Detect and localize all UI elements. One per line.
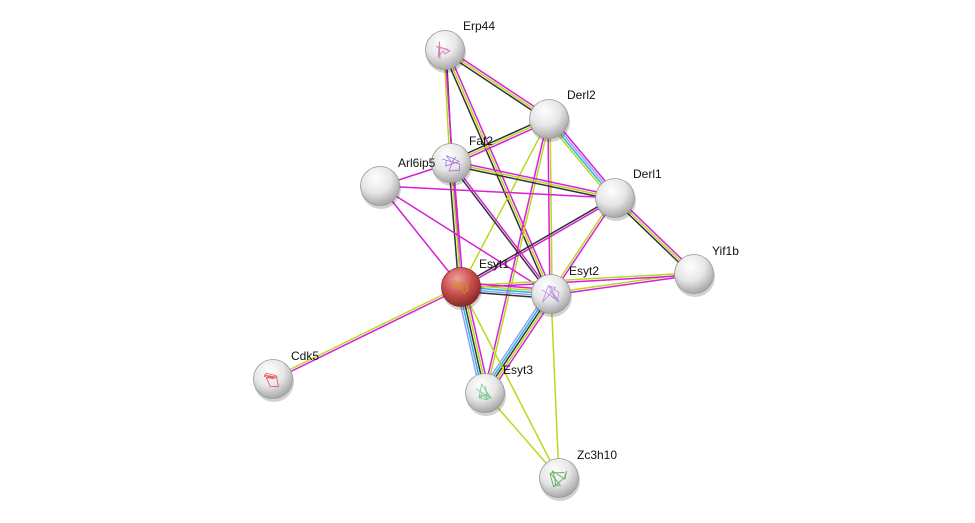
node-label: Derl1 bbox=[633, 167, 662, 181]
edge-derl2-esyt2[interactable] bbox=[548, 119, 552, 294]
node-sphere[interactable] bbox=[596, 179, 635, 218]
node-sphere[interactable] bbox=[432, 144, 471, 183]
node-sphere[interactable] bbox=[530, 100, 569, 139]
node-label: Esyt3 bbox=[503, 363, 533, 377]
node-derl2[interactable]: Derl2 bbox=[530, 88, 597, 142]
edge-evidence-textmining bbox=[550, 119, 552, 294]
node-label: Faf2 bbox=[469, 134, 493, 148]
edge-evidence-experimental bbox=[273, 288, 461, 380]
node-label: Derl2 bbox=[567, 88, 596, 102]
node-sphere[interactable] bbox=[442, 268, 481, 307]
node-label: Zc3h10 bbox=[577, 448, 617, 462]
node-sphere[interactable] bbox=[466, 374, 505, 413]
edge-evidence-textmining bbox=[273, 286, 461, 378]
node-zc3h10[interactable]: Zc3h10 bbox=[540, 448, 618, 501]
node-label: Esyt2 bbox=[569, 264, 599, 278]
nodes-layer: Erp44Derl2Faf2Arl6ip5Derl1Yif1bEsyt1Esyt… bbox=[254, 19, 740, 501]
node-cdk5[interactable]: Cdk5 bbox=[254, 349, 320, 402]
edge-evidence-experimental bbox=[548, 119, 550, 294]
node-label: Esyt1 bbox=[479, 257, 509, 271]
node-faf2[interactable]: Faf2 bbox=[432, 134, 494, 186]
node-sphere[interactable] bbox=[532, 275, 571, 314]
node-label: Erp44 bbox=[463, 19, 495, 33]
edge-esyt1-cdk5[interactable] bbox=[273, 286, 462, 380]
edge-esyt2-zc3h10[interactable] bbox=[551, 294, 559, 478]
node-derl1[interactable]: Derl1 bbox=[596, 167, 663, 221]
node-yif1b[interactable]: Yif1b bbox=[675, 244, 740, 297]
node-label: Cdk5 bbox=[291, 349, 319, 363]
node-sphere[interactable] bbox=[361, 167, 400, 206]
node-sphere[interactable] bbox=[254, 360, 293, 399]
node-erp44[interactable]: Erp44 bbox=[426, 19, 496, 73]
edge-evidence-textmining bbox=[551, 294, 559, 478]
node-arl6ip5[interactable]: Arl6ip5 bbox=[361, 156, 436, 209]
node-label: Yif1b bbox=[712, 244, 739, 258]
node-sphere[interactable] bbox=[540, 459, 579, 498]
node-sphere[interactable] bbox=[426, 31, 465, 70]
node-sphere[interactable] bbox=[675, 255, 714, 294]
edge-evidence-experimental bbox=[551, 275, 694, 295]
node-label: Arl6ip5 bbox=[398, 156, 436, 170]
